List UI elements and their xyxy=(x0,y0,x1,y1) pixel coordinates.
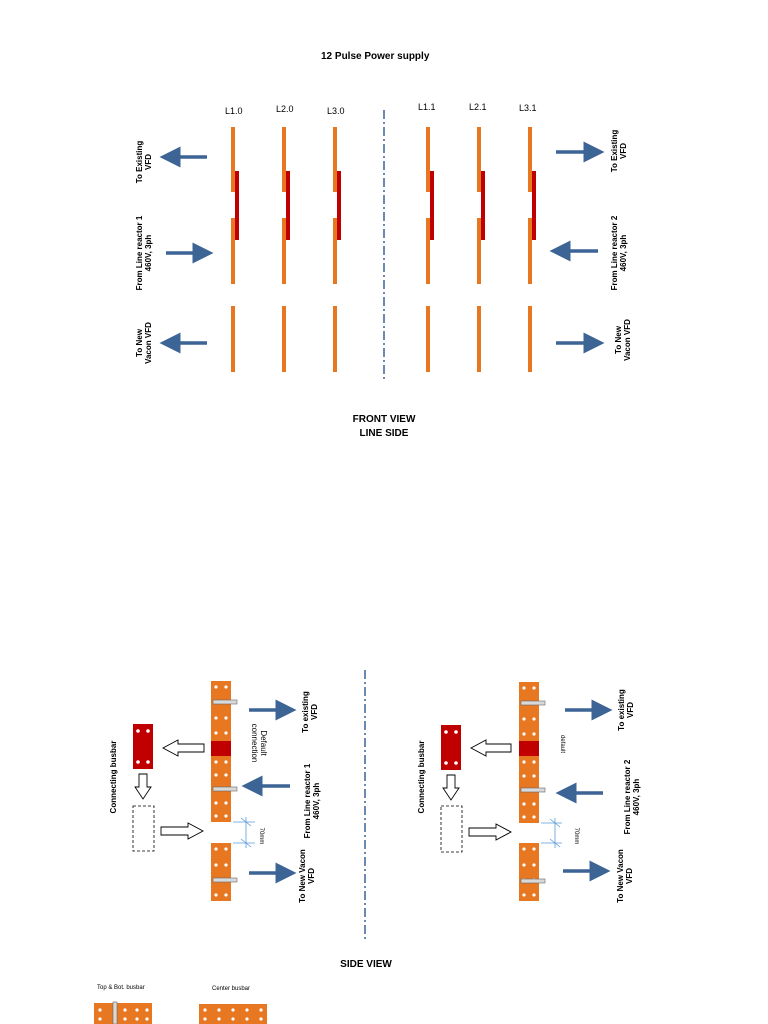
side-left-connecting-busbar xyxy=(133,724,153,769)
busbar-l1-1-mid xyxy=(426,218,430,284)
side-left-assembly xyxy=(132,681,297,901)
side-right-red-link xyxy=(519,741,539,756)
link-l3-1 xyxy=(532,171,536,240)
busbar-l1-0-top xyxy=(231,127,235,192)
side-right-assembly xyxy=(440,682,613,901)
busbar-l1-1-top xyxy=(426,127,430,192)
busbar-l2-1-top xyxy=(477,127,481,192)
busbar-l1-0-mid xyxy=(231,218,235,284)
side-right-hollow-arrow-down xyxy=(442,774,460,801)
diagram-title: 12 Pulse Power supply xyxy=(321,51,430,62)
busbar-l3-1-bot xyxy=(528,306,532,372)
legend-top-bot-label: Top & Bot. busbar xyxy=(97,985,145,991)
phase-label-l1-1: L1.1 xyxy=(418,102,436,112)
phase-label-l3-1: L3.1 xyxy=(519,103,537,113)
side-left-bolt-top xyxy=(212,699,238,705)
busbar-l2-1-mid xyxy=(477,218,481,284)
busbar-l3-0-bot xyxy=(333,306,337,372)
legend-center-busbar xyxy=(199,1004,267,1024)
phase-label-l2-1: L2.1 xyxy=(469,102,487,112)
side-right-hollow-arrow-left xyxy=(470,739,512,757)
link-l1-0 xyxy=(235,171,239,240)
busbar-l1-0-bot xyxy=(231,306,235,372)
side-left-bot-bar xyxy=(211,843,231,901)
side-left-dashed-busbar xyxy=(132,805,155,852)
busbar-l3-0-mid xyxy=(333,218,337,284)
side-left-bolt-bot xyxy=(212,877,238,883)
link-l1-1 xyxy=(430,171,434,240)
side-right-dashed-busbar xyxy=(440,805,463,853)
side-view-caption: SIDE VIEW xyxy=(340,959,392,970)
busbar-l2-0-top xyxy=(282,127,286,192)
busbar-l3-1-top xyxy=(528,127,532,192)
busbar-l3-0-top xyxy=(333,127,337,192)
busbar-l2-1-bot xyxy=(477,306,481,372)
phase-label-l2-0: L2.0 xyxy=(276,104,294,114)
line-side-caption: LINE SIDE xyxy=(359,428,409,439)
side-left-bolt-mid xyxy=(212,786,238,792)
legend-center-label: Center busbar xyxy=(212,986,251,992)
side-left-hollow-arrow-down xyxy=(134,773,152,800)
side-left-red-link xyxy=(211,741,231,756)
side-right-hollow-arrow-right xyxy=(468,823,512,841)
front-red-links xyxy=(235,171,536,240)
busbar-l3-1-mid xyxy=(528,218,532,284)
busbar-l1-1-bot xyxy=(426,306,430,372)
side-right-bolt-bot xyxy=(520,878,546,884)
side-right-connecting-busbar xyxy=(441,725,461,770)
side-right-bot-bar xyxy=(519,843,539,901)
phase-label-l1-0: L1.0 xyxy=(225,106,243,116)
side-right-top-bar xyxy=(519,682,539,741)
side-left-hollow-arrow-right xyxy=(160,822,204,840)
side-right-bolt-top xyxy=(520,700,546,706)
link-l3-0 xyxy=(337,171,341,240)
link-l2-0 xyxy=(286,171,290,240)
front-right-arrows xyxy=(549,141,605,354)
front-left-arrows xyxy=(159,146,214,354)
side-right-bolt-mid xyxy=(520,787,546,793)
busbar-l2-0-mid xyxy=(282,218,286,284)
side-left-top-bar xyxy=(211,681,231,741)
legend-top-bot-busbar xyxy=(94,1001,152,1024)
link-l2-1 xyxy=(481,171,485,240)
front-view-caption: FRONT VIEW xyxy=(352,414,416,425)
busbar-l2-0-bot xyxy=(282,306,286,372)
front-busbars xyxy=(231,127,532,372)
phase-label-l3-0: L3.0 xyxy=(327,106,345,116)
